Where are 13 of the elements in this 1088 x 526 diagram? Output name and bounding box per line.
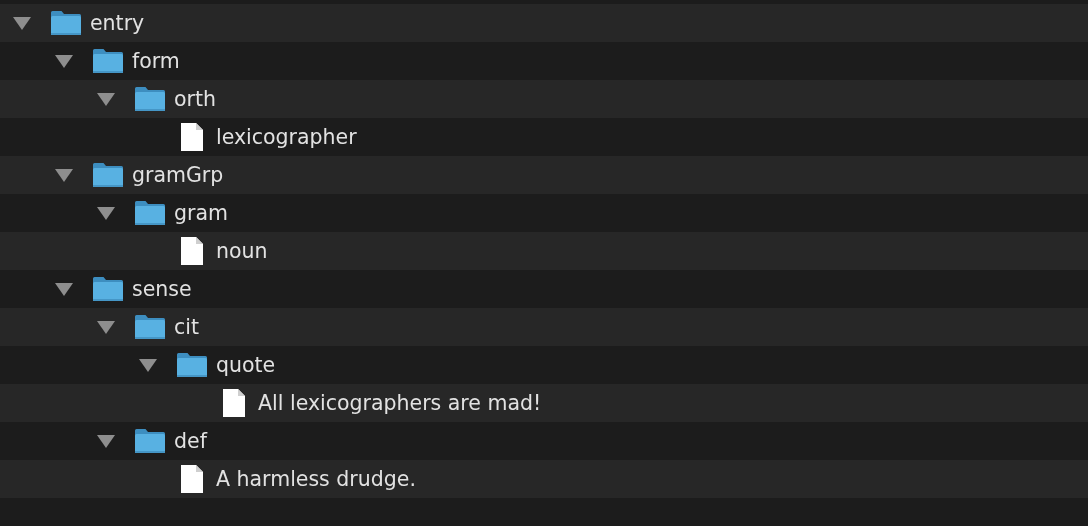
folder-name: gramGrp (132, 163, 224, 187)
folder-name: gram (174, 201, 228, 225)
folder-name: form (132, 49, 180, 73)
folder-name: quote (216, 353, 276, 377)
folder-name: def (174, 429, 207, 453)
folder-name: orth (174, 87, 216, 111)
folder-name: entry (90, 11, 145, 35)
element-text: All lexicographers are mad! (258, 391, 542, 415)
folder-name: cit (174, 315, 199, 339)
element-text: lexicographer (216, 125, 357, 149)
element-text: A harmless drudge. (216, 467, 416, 491)
folder-name: sense (132, 277, 192, 301)
element-text: noun (216, 239, 268, 263)
